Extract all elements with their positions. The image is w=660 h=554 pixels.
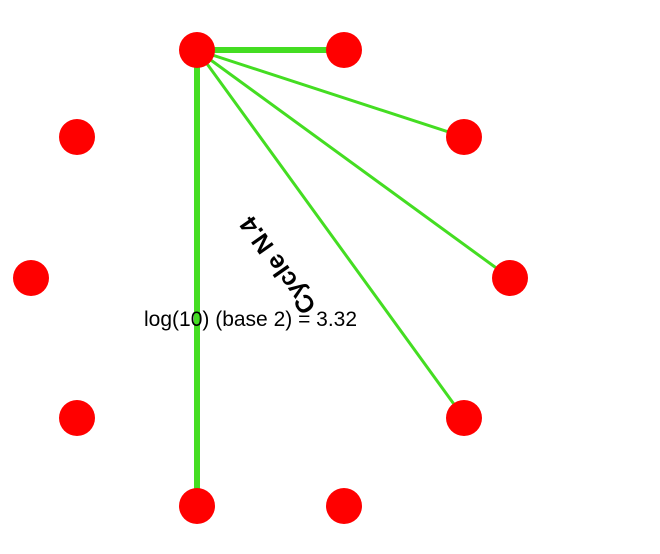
node-n9 xyxy=(59,119,95,155)
node-n0 xyxy=(179,32,215,68)
node-n8 xyxy=(13,260,49,296)
node-n5 xyxy=(326,488,362,524)
log-caption: log(10) (base 2) = 3.32 xyxy=(144,308,358,331)
edge-n0-n3 xyxy=(196,48,511,280)
node-n6 xyxy=(179,488,215,524)
node-n3 xyxy=(492,260,528,296)
edge-n0-n2 xyxy=(196,48,465,139)
node-n4 xyxy=(446,400,482,436)
edge-layer xyxy=(194,47,511,506)
node-n2 xyxy=(446,119,482,155)
node-n1 xyxy=(326,32,362,68)
edge-n0-n4 xyxy=(195,49,466,419)
node-layer xyxy=(13,32,528,524)
node-n7 xyxy=(59,400,95,436)
